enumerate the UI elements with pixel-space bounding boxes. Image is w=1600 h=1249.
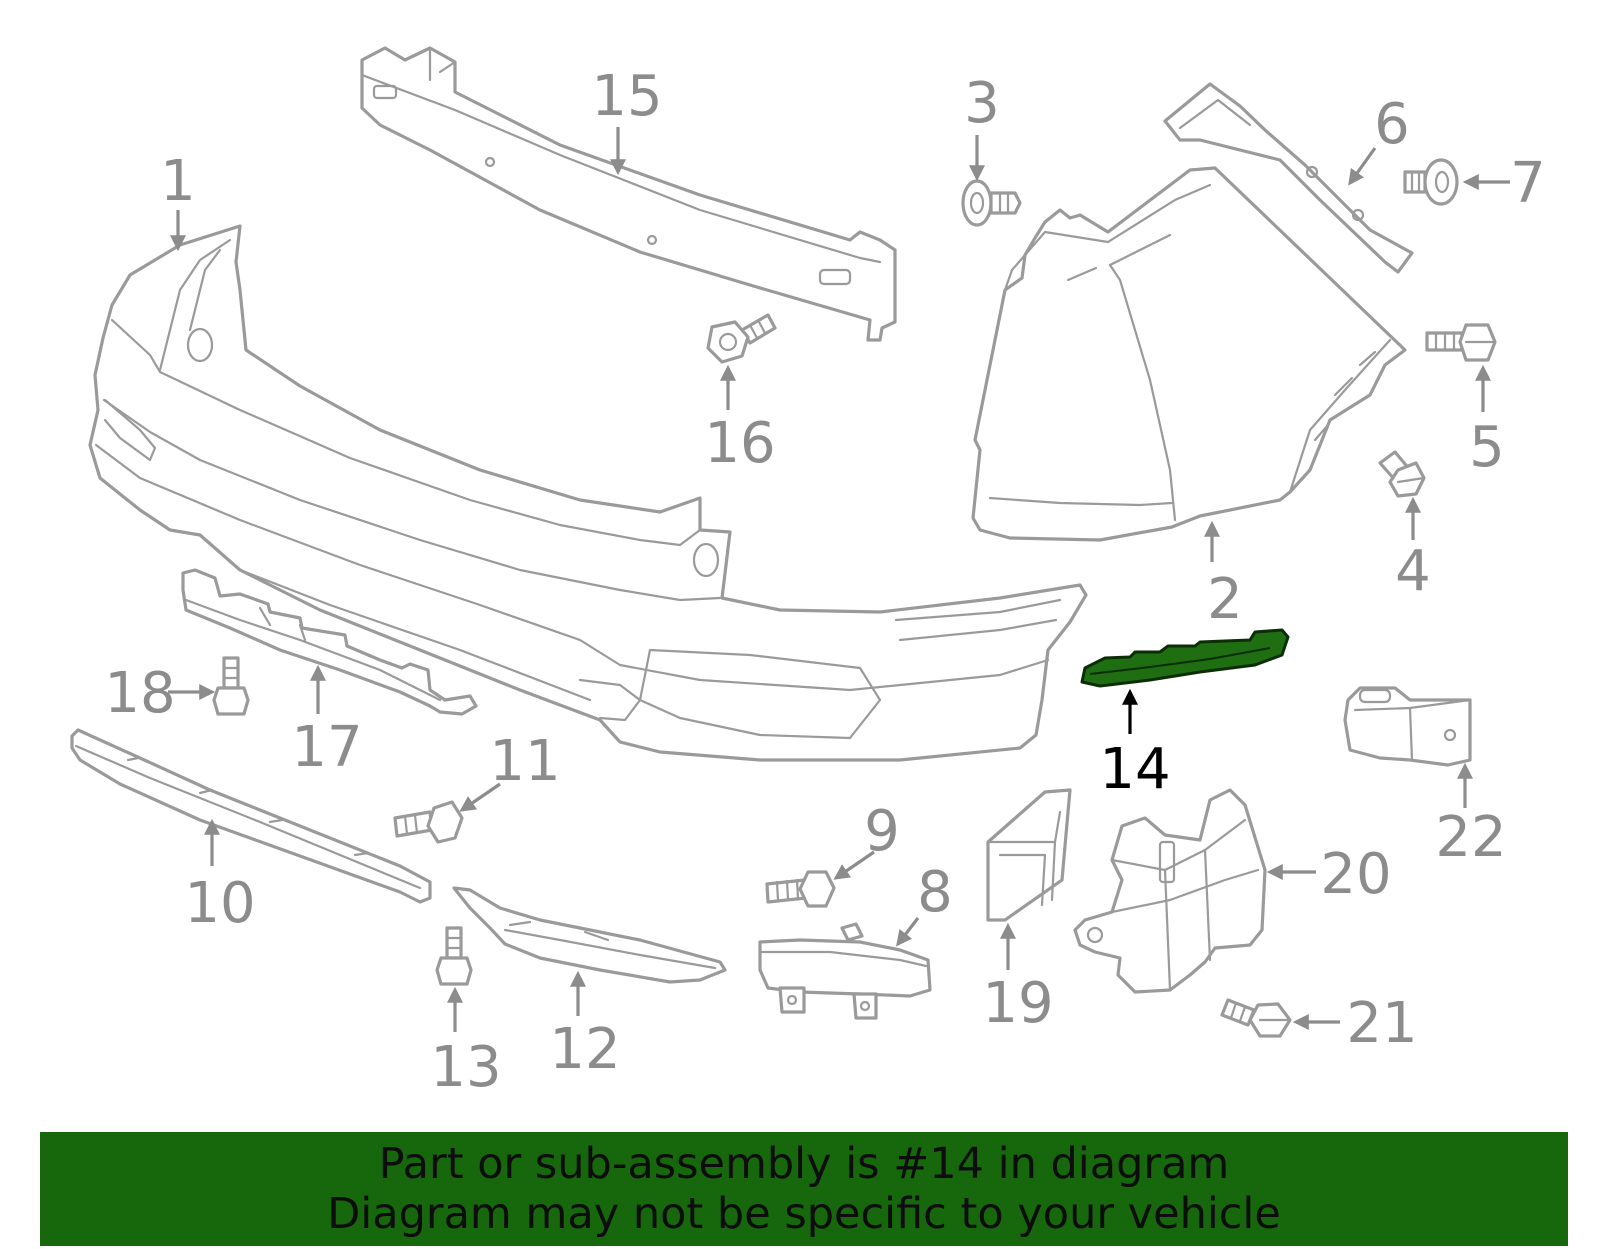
leader-6 xyxy=(1348,147,1377,186)
part-5-bolt xyxy=(1425,323,1497,362)
callout-20: 20 xyxy=(1320,842,1391,907)
part-12-molding xyxy=(452,886,727,984)
part-2-bumper-side-bracket xyxy=(971,166,1407,542)
part-21-bolt xyxy=(1220,998,1292,1038)
callout-8: 8 xyxy=(917,860,953,925)
callout-19: 19 xyxy=(982,971,1053,1036)
part-19-module xyxy=(986,788,1072,922)
part-8-reflector xyxy=(758,922,932,1020)
callout-3: 3 xyxy=(964,71,1000,136)
callout-22: 22 xyxy=(1435,805,1506,870)
callout-1: 1 xyxy=(160,149,196,214)
part-13-bolt xyxy=(435,926,473,986)
callout-11: 11 xyxy=(489,729,560,794)
part-10-molding xyxy=(70,728,432,904)
part-16-bolt xyxy=(706,313,777,364)
callout-5: 5 xyxy=(1469,415,1505,480)
callout-6: 6 xyxy=(1374,92,1410,157)
callout-2: 2 xyxy=(1207,567,1243,632)
part-6-side-brace xyxy=(1163,82,1414,274)
part-11-bolt xyxy=(393,800,464,844)
leader-8 xyxy=(896,917,920,947)
part-22-sensor xyxy=(1343,686,1472,767)
callout-18: 18 xyxy=(104,661,175,726)
banner-line-1: Part or sub-assembly is #14 in diagram xyxy=(378,1139,1230,1189)
info-banner: Part or sub-assembly is #14 in diagram D… xyxy=(40,1132,1568,1246)
leader-11 xyxy=(459,782,501,812)
callout-10: 10 xyxy=(184,871,255,936)
part-17-bracket xyxy=(181,568,478,716)
callout-15: 15 xyxy=(591,64,662,129)
callout-13: 13 xyxy=(430,1035,501,1100)
leader-9 xyxy=(833,850,875,880)
callout-4: 4 xyxy=(1395,539,1431,604)
part-14-trim-strip xyxy=(1080,628,1290,688)
callout-labels: 1 2 3 4 5 6 7 8 9 10 11 12 13 14 15 16 1… xyxy=(104,64,1545,1100)
part-18-bolt xyxy=(212,656,250,716)
callout-21: 21 xyxy=(1346,991,1417,1056)
banner-line-2: Diagram may not be specific to your vehi… xyxy=(327,1189,1281,1239)
callout-17: 17 xyxy=(291,715,362,780)
part-20-bracket xyxy=(1073,788,1267,994)
part-9-bolt xyxy=(765,870,836,908)
callout-16: 16 xyxy=(704,411,775,476)
callout-9: 9 xyxy=(864,799,900,864)
leader-lines xyxy=(168,127,1510,1032)
parts-diagram: 1 2 3 4 5 6 7 8 9 10 11 12 13 14 15 16 1… xyxy=(70,46,1546,1100)
part-1-bumper-cover xyxy=(88,224,1088,762)
callout-14: 14 xyxy=(1099,737,1170,802)
part-7-clip xyxy=(1403,158,1459,206)
part-3-clip xyxy=(961,179,1022,227)
part-15-bumper-reinforcement xyxy=(360,46,897,342)
callout-12: 12 xyxy=(549,1017,620,1082)
part-4-bolt xyxy=(1378,450,1426,498)
callout-7: 7 xyxy=(1510,151,1546,216)
